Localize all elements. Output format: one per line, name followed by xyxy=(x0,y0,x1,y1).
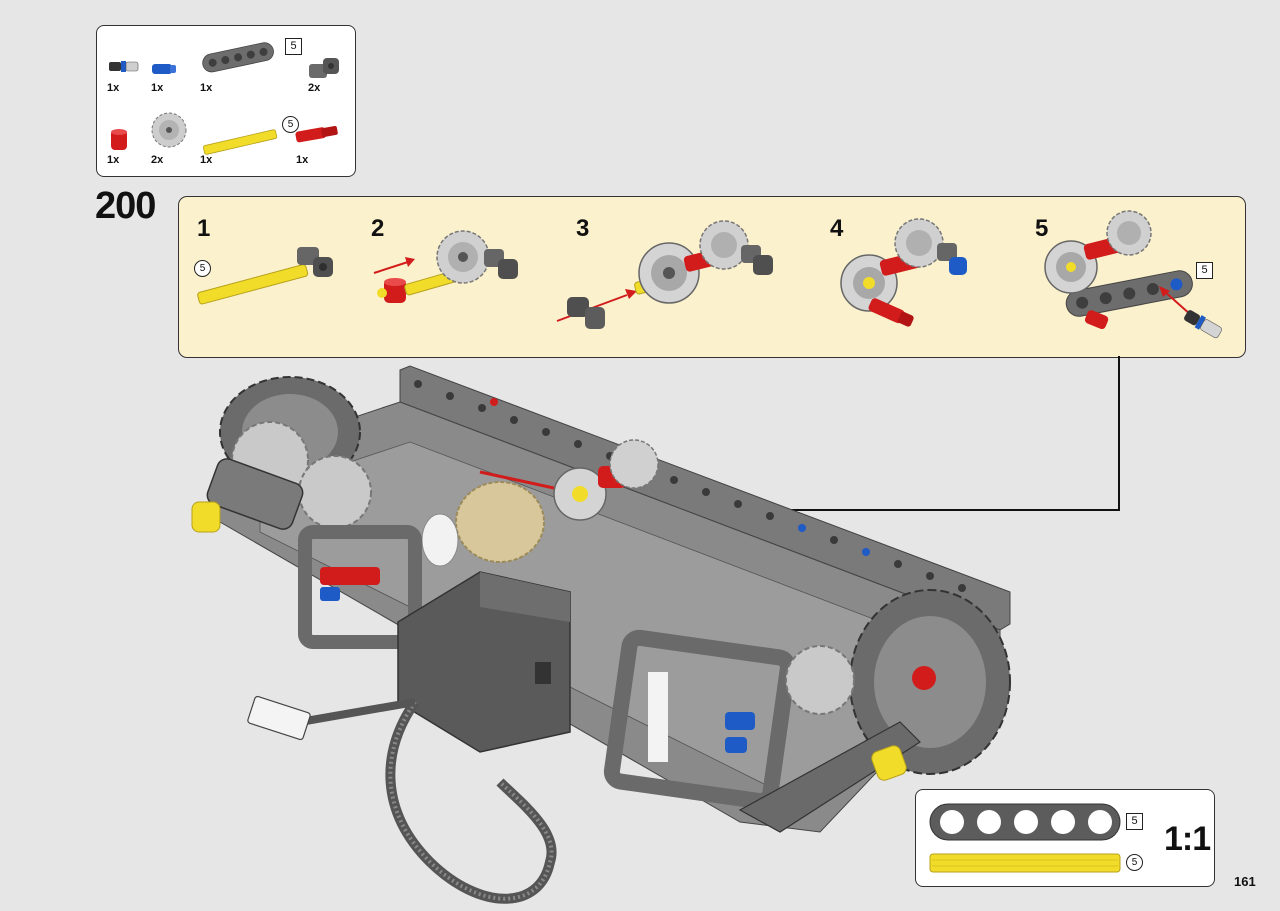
substep-5-beam xyxy=(1065,270,1193,317)
beam-size-tag: 5 xyxy=(285,38,302,55)
parts-list-box: 1x 1x 1x 5 2x 1x 2x 1x 5 1x xyxy=(96,25,356,177)
gray-gear-part xyxy=(151,112,187,148)
qty-yellow-axle: 1x xyxy=(200,154,213,166)
substep-5-arrow xyxy=(1159,286,1192,316)
blue-pin-part xyxy=(152,64,176,74)
connector-pin-part xyxy=(109,61,139,72)
parts-illustrations xyxy=(109,42,339,155)
lower-link xyxy=(738,721,921,833)
left-gear-2 xyxy=(298,455,372,529)
substep-5-connector-pin xyxy=(1184,310,1222,339)
tan-gear xyxy=(455,481,545,563)
substep-4-red-pin xyxy=(868,298,914,327)
substep-3-angle-connector xyxy=(741,245,773,275)
yellow-bush-right xyxy=(871,745,907,781)
angle-connector-part xyxy=(309,58,339,78)
qty-gray-gear: 2x xyxy=(151,154,164,166)
scale-beam xyxy=(929,803,1121,841)
axle-size-tag: 5 xyxy=(282,116,299,133)
substep-4-label: 4 xyxy=(830,215,844,242)
beam-5-part xyxy=(202,42,274,73)
scale-label: 1:1 xyxy=(1164,820,1211,858)
substep-2-label: 2 xyxy=(371,215,385,242)
qty-angle-connector: 2x xyxy=(308,82,321,94)
substep-1-axle-tag: 5 xyxy=(194,260,211,277)
substep-2-arrow xyxy=(373,257,415,274)
substep-4-connector xyxy=(937,243,967,275)
qty-blue-pin: 1x xyxy=(151,82,164,94)
qty-beam: 1x xyxy=(200,82,213,94)
scale-illustrations xyxy=(929,803,1121,873)
qty-connector-pin: 1x xyxy=(107,82,120,94)
page-number: 161 xyxy=(1234,874,1256,889)
scale-box: 5 5 1:1 xyxy=(915,789,1215,887)
substep-5-beam-tag: 5 xyxy=(1196,262,1213,279)
substep-5-label: 5 xyxy=(1035,215,1049,242)
motor-cable xyxy=(247,695,557,904)
substep-3-big-gear xyxy=(638,242,700,304)
substep-1-label: 1 xyxy=(197,215,211,242)
right-frame xyxy=(603,629,796,810)
substep-panel: 1 2 3 4 5 5 5 xyxy=(178,196,1246,358)
substep-4-gear xyxy=(894,218,944,268)
red-axle-pin-part xyxy=(295,126,338,143)
substep-3-label: 3 xyxy=(576,215,590,242)
scale-axle xyxy=(929,853,1121,873)
motor-block xyxy=(397,571,571,753)
substep-2-connector xyxy=(484,249,518,279)
left-frame xyxy=(206,458,422,649)
top-beam-holes xyxy=(414,380,966,592)
main-assembly xyxy=(191,365,1011,904)
scale-beam-tag: 5 xyxy=(1126,813,1143,830)
yellow-axle-part xyxy=(202,129,278,155)
substep-1-connector xyxy=(297,247,333,277)
substep-1-axle xyxy=(197,264,309,305)
substep-5-big-gear xyxy=(1044,240,1098,294)
substep-5-red-pin xyxy=(1084,310,1109,330)
step-number: 200 xyxy=(95,185,156,227)
qty-red-bush: 1x xyxy=(107,154,120,166)
substep-2-bush xyxy=(377,278,406,303)
qty-red-axle-pin: 1x xyxy=(296,154,309,166)
scale-axle-tag: 5 xyxy=(1126,854,1143,871)
yellow-bush-left xyxy=(191,501,221,533)
substep-5-gear xyxy=(1106,210,1152,256)
substep-3-connector xyxy=(567,297,605,329)
substep-illustrations xyxy=(197,210,1222,339)
red-bush-part xyxy=(111,129,127,150)
white-gear xyxy=(421,513,459,567)
right-gear xyxy=(785,645,855,715)
attached-subassembly xyxy=(553,439,659,521)
